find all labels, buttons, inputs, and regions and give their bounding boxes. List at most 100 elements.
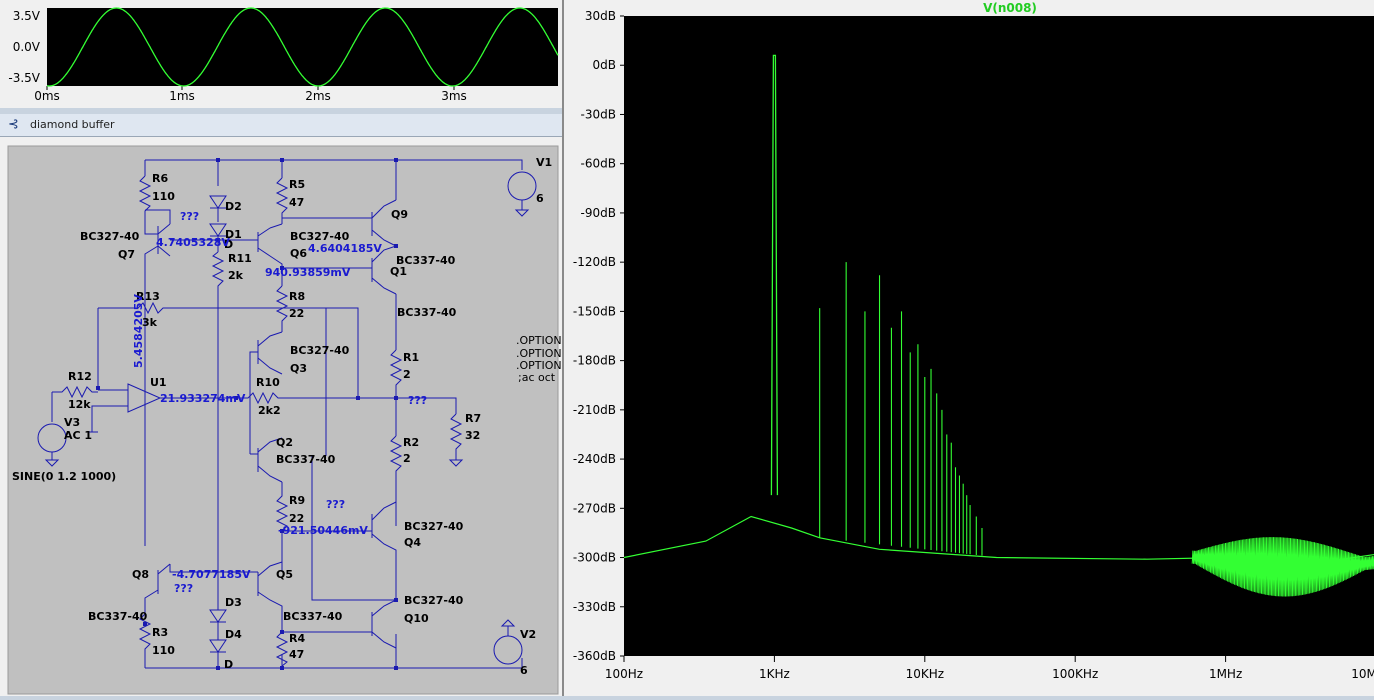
- r4-value[interactable]: 47: [289, 648, 304, 661]
- r1-label[interactable]: R1: [403, 351, 419, 364]
- r8-label[interactable]: R8: [289, 290, 305, 303]
- q6-label[interactable]: Q6: [290, 247, 307, 260]
- q8-label[interactable]: Q8: [132, 568, 149, 581]
- directive-0[interactable]: .OPTION: [516, 334, 562, 347]
- unknown-marker-q4[interactable]: ???: [326, 498, 345, 511]
- node-q5-base[interactable]: -4.7077185V: [172, 568, 251, 581]
- wave-ytick-top: 3.5V: [13, 9, 41, 23]
- r12-value[interactable]: 12k: [68, 398, 91, 411]
- q5-model[interactable]: BC337-40: [283, 610, 343, 623]
- schematic-labels: R6 110 D2 D1 R5 47 Q9 V1 6 BC327-40 Q7 B…: [12, 156, 562, 677]
- d3-label[interactable]: D3: [225, 596, 242, 609]
- spectrum-xtick: 1MHz: [1209, 667, 1242, 681]
- q1-model[interactable]: BC337-40: [397, 306, 457, 319]
- r9-value[interactable]: 22: [289, 512, 304, 525]
- q2-model[interactable]: BC337-40: [276, 453, 336, 466]
- unknown-marker-output[interactable]: ???: [408, 394, 427, 407]
- q8-model[interactable]: BC337-40: [88, 610, 148, 623]
- r2-value[interactable]: 2: [403, 452, 411, 465]
- q9-model[interactable]: BC337-40: [396, 254, 456, 267]
- schematic-canvas[interactable]: R6 110 D2 D1 R5 47 Q9 V1 6 BC327-40 Q7 B…: [0, 136, 562, 696]
- q4-model[interactable]: BC327-40: [404, 520, 464, 533]
- d2-label[interactable]: D2: [225, 200, 242, 213]
- r8-value[interactable]: 22: [289, 307, 304, 320]
- v2-label[interactable]: V2: [520, 628, 536, 641]
- v1-value[interactable]: 6: [536, 192, 544, 205]
- r5-value[interactable]: 47: [289, 196, 304, 209]
- spectrum-ytick: 0dB: [593, 58, 616, 72]
- spectrum-ytick: -30dB: [581, 107, 616, 121]
- spectrum-hf-noise: [1191, 537, 1374, 597]
- q3-model[interactable]: BC327-40: [290, 344, 350, 357]
- waveform-plot[interactable]: 3.5V 0.0V -3.5V 0ms 1ms 2ms 3ms: [0, 0, 562, 108]
- r13-value[interactable]: 3k: [142, 316, 158, 329]
- spectrum-ytick: -240dB: [573, 452, 616, 466]
- r6-value[interactable]: 110: [152, 190, 175, 203]
- unknown-marker-q8[interactable]: ???: [174, 582, 193, 595]
- wave-xtick-2: 2ms: [305, 89, 331, 103]
- r2-label[interactable]: R2: [403, 436, 419, 449]
- v1-label[interactable]: V1: [536, 156, 552, 169]
- r10-value[interactable]: 2k2: [258, 404, 281, 417]
- directive-2[interactable]: .OPTION: [516, 359, 562, 372]
- q6-model[interactable]: BC327-40: [290, 230, 350, 243]
- r7-value[interactable]: 32: [465, 429, 480, 442]
- spectrum-ytick: -360dB: [573, 649, 616, 663]
- d1-model[interactable]: D: [224, 238, 233, 251]
- q4-label[interactable]: Q4: [404, 536, 421, 549]
- q7-model[interactable]: BC327-40: [80, 230, 140, 243]
- v2-value[interactable]: 6: [520, 664, 528, 677]
- node-q6-collector[interactable]: 940.93859mV: [265, 266, 351, 279]
- wave-ytick-mid: 0.0V: [13, 40, 41, 54]
- source-spec[interactable]: SINE(0 1.2 1000): [12, 470, 116, 483]
- q10-model[interactable]: BC327-40: [404, 594, 464, 607]
- wave-xtick-3: 3ms: [441, 89, 467, 103]
- r10-label[interactable]: R10: [256, 376, 280, 389]
- r12-label[interactable]: R12: [68, 370, 92, 383]
- unknown-marker-q7[interactable]: ???: [180, 210, 199, 223]
- d4-model[interactable]: D: [224, 658, 233, 671]
- q3-label[interactable]: Q3: [290, 362, 307, 375]
- r6-label[interactable]: R6: [152, 172, 168, 185]
- waveform-pane[interactable]: 3.5V 0.0V -3.5V 0ms 1ms 2ms 3ms: [0, 0, 563, 108]
- schematic-title: diamond buffer: [30, 118, 115, 131]
- r9-label[interactable]: R9: [289, 494, 305, 507]
- r3-label[interactable]: R3: [152, 626, 168, 639]
- r5-label[interactable]: R5: [289, 178, 305, 191]
- q5-label[interactable]: Q5: [276, 568, 293, 581]
- schematic-titlebar[interactable]: ⊰ diamond buffer: [0, 114, 562, 137]
- node-q1-base[interactable]: 4.6404185V: [308, 242, 382, 255]
- r11-label[interactable]: R11: [228, 252, 252, 265]
- r3-value[interactable]: 110: [152, 644, 175, 657]
- q2-label[interactable]: Q2: [276, 436, 293, 449]
- node-u1-output[interactable]: 21.933274mV: [160, 392, 246, 405]
- r7-label[interactable]: R7: [465, 412, 481, 425]
- directive-3[interactable]: ;ac oct: [518, 371, 556, 384]
- u1-label[interactable]: U1: [150, 376, 167, 389]
- v3-label[interactable]: V3: [64, 416, 80, 429]
- q9-label[interactable]: Q9: [391, 208, 408, 221]
- spectrum-plot[interactable]: V(n008) 30dB0dB-30dB-60dB-90dB-120dB-150…: [564, 0, 1374, 696]
- node-q4-base[interactable]: -921.50446mV: [278, 524, 368, 537]
- node-q7-emitter[interactable]: 4.7405328V: [156, 236, 230, 249]
- r1-value[interactable]: 2: [403, 368, 411, 381]
- waveform-plot-area[interactable]: [47, 8, 558, 86]
- spectrum-title[interactable]: V(n008): [983, 1, 1037, 15]
- wave-xtick-1: 1ms: [169, 89, 195, 103]
- r4-label[interactable]: R4: [289, 632, 305, 645]
- spectrum-ytick: -330dB: [573, 600, 616, 614]
- directive-1[interactable]: .OPTION: [516, 347, 562, 360]
- d4-label[interactable]: D4: [225, 628, 242, 641]
- v3-value[interactable]: AC 1: [64, 429, 92, 442]
- node-r13[interactable]: 5.4584205V: [132, 294, 145, 368]
- r11-value[interactable]: 2k: [228, 269, 244, 282]
- schematic-wires: [37, 159, 523, 669]
- q7-label[interactable]: Q7: [118, 248, 135, 261]
- d1-label[interactable]: D1: [225, 228, 242, 241]
- q10-label[interactable]: Q10: [404, 612, 429, 625]
- q1-label[interactable]: Q1: [390, 265, 407, 278]
- spectrum-xtick: 10KHz: [906, 667, 944, 681]
- r13-label[interactable]: R13: [136, 290, 160, 303]
- schematic-window[interactable]: ⊰ diamond buffer: [0, 114, 562, 696]
